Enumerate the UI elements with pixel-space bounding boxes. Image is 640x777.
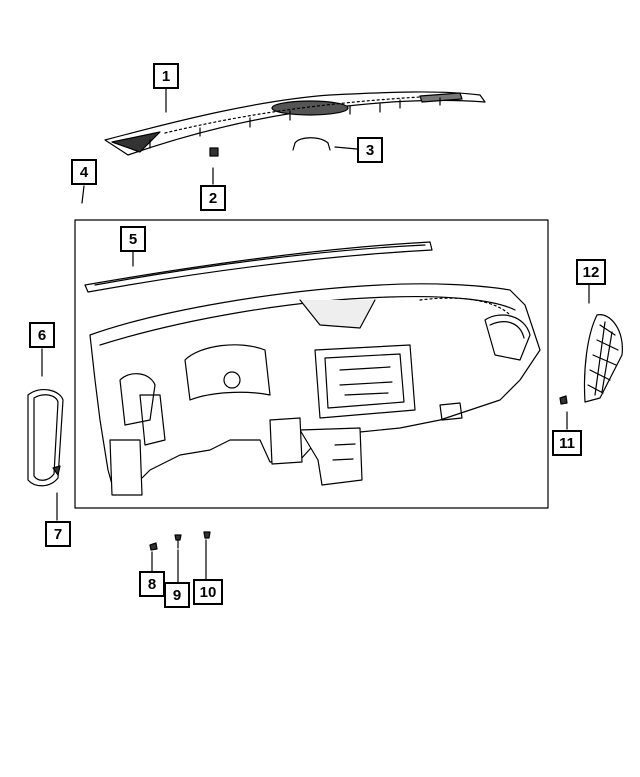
callout-3: 3 (357, 137, 383, 163)
fastener-part-8 (149, 542, 158, 551)
callout-7: 7 (45, 521, 71, 547)
clip-part-2 (209, 147, 219, 157)
vent-grille-part-12 (583, 314, 623, 403)
assembly-frame (74, 219, 549, 509)
callout-2: 2 (200, 185, 226, 211)
clip-part-11 (559, 395, 568, 405)
leader-line-4 (81, 185, 85, 204)
callout-10: 10 (193, 579, 223, 605)
callout-8: 8 (139, 571, 165, 597)
callout-9: 9 (164, 582, 190, 608)
callout-11: 11 (552, 430, 582, 456)
sensor-ring-part-3 (292, 137, 331, 151)
top-pad-part (104, 91, 486, 156)
clip-part-7 (52, 465, 61, 476)
screw-part-9 (174, 534, 182, 549)
callout-6: 6 (29, 322, 55, 348)
callout-5: 5 (120, 226, 146, 252)
callout-1: 1 (153, 63, 179, 89)
callout-12: 12 (576, 259, 606, 285)
leader-line-3 (334, 146, 358, 150)
nut-part-10 (203, 531, 211, 539)
defroster-strip-part-5 (84, 241, 433, 293)
instrument-panel-assembly (89, 283, 541, 496)
callout-4: 4 (71, 159, 97, 185)
side-cover-part-6 (27, 388, 64, 487)
